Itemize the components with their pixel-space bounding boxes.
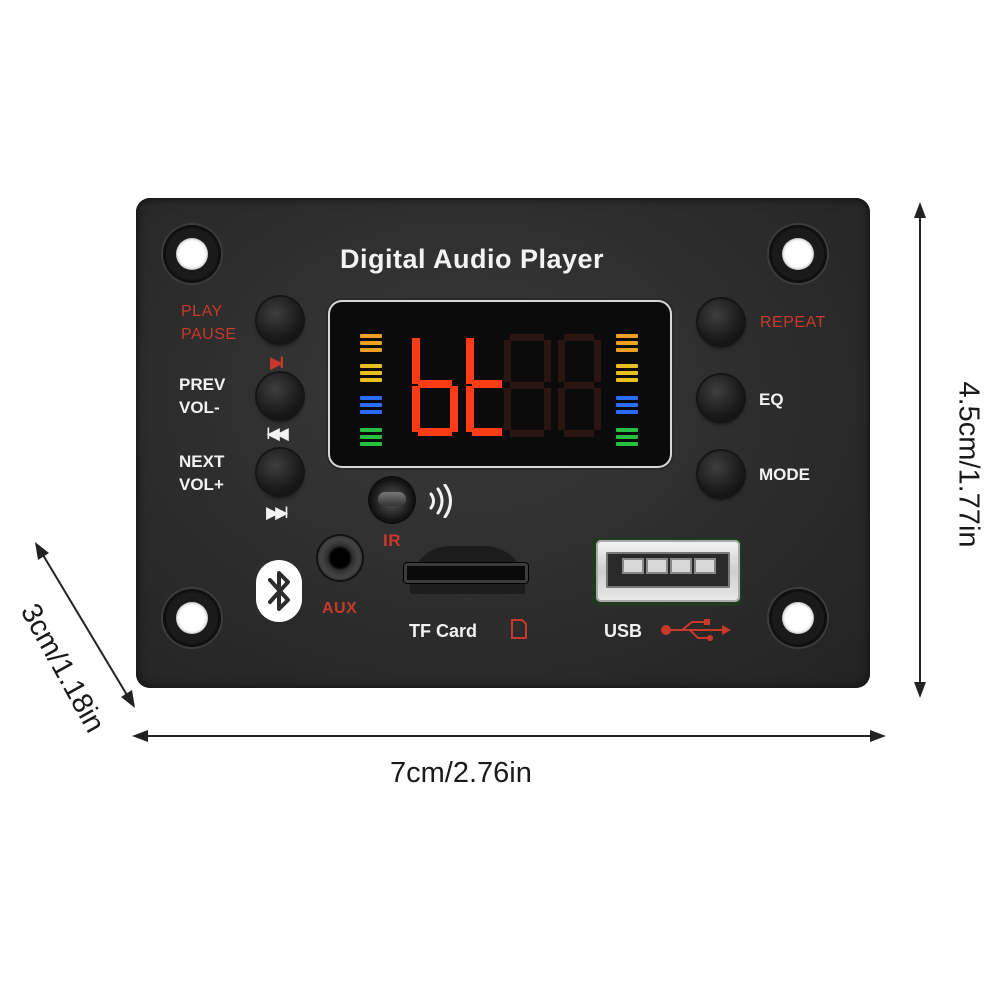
level-bar	[360, 341, 382, 345]
depth-dimension-arrow	[35, 542, 135, 708]
vol-up-label: VOL+	[179, 475, 224, 494]
level-bar	[616, 410, 638, 414]
ir-label: IR	[383, 531, 401, 550]
play-pause-icon: ▶II	[270, 353, 284, 372]
level-bar	[360, 334, 382, 338]
prev-vol-down-button[interactable]	[257, 373, 303, 419]
usb-contact	[670, 558, 692, 574]
level-bar	[616, 378, 638, 382]
pause-label: PAUSE	[181, 326, 237, 343]
usb-label: USB	[604, 621, 643, 641]
bluetooth-icon	[268, 571, 290, 611]
repeat-button[interactable]	[698, 299, 744, 345]
level-bar	[360, 435, 382, 439]
vol-down-label: VOL-	[179, 398, 220, 417]
level-bar	[616, 334, 638, 338]
next-icon: ▶▶I	[266, 503, 289, 522]
sd-card-icon	[511, 619, 527, 639]
width-dimension-label: 7cm/2.76in	[390, 757, 532, 789]
eq-label: EQ	[759, 390, 784, 409]
usb-trident-icon	[661, 619, 731, 641]
repeat-label: REPEAT	[760, 314, 826, 331]
level-bar	[360, 371, 382, 375]
level-bar	[616, 435, 638, 439]
previous-icon: I◀◀	[266, 424, 289, 443]
level-bar	[360, 428, 382, 432]
mounting-hole-bottom-left	[163, 589, 221, 647]
level-bar	[616, 348, 638, 352]
height-dimension-label: 4.5cm/1.77in	[952, 381, 985, 548]
mounting-hole-top-left	[163, 225, 221, 283]
usb-port-opening	[606, 552, 730, 588]
level-bar	[360, 364, 382, 368]
width-dimension-arrow	[132, 730, 886, 742]
aux-jack[interactable]	[318, 536, 362, 580]
usb-contact	[694, 558, 716, 574]
eq-button[interactable]	[698, 375, 744, 421]
play-label: PLAY	[181, 303, 223, 320]
level-bar	[360, 410, 382, 414]
tf-card-label: TF Card	[409, 621, 478, 641]
usb-contact	[646, 558, 668, 574]
level-bar	[360, 348, 382, 352]
mounting-hole-bottom-right	[769, 589, 827, 647]
level-bar	[616, 403, 638, 407]
ir-receiver	[370, 478, 414, 522]
height-dimension-arrow	[914, 202, 926, 698]
next-vol-up-button[interactable]	[257, 449, 303, 495]
usb-contact	[622, 558, 644, 574]
level-bar	[360, 378, 382, 382]
play-pause-button[interactable]	[257, 297, 303, 343]
mode-button[interactable]	[698, 451, 744, 497]
level-bar	[616, 442, 638, 446]
level-bar	[616, 396, 638, 400]
prev-label: PREV	[179, 375, 226, 394]
wireless-signal-icon	[429, 484, 452, 518]
next-label: NEXT	[179, 452, 225, 471]
level-bar	[360, 403, 382, 407]
level-bar	[360, 396, 382, 400]
mode-label: MODE	[759, 465, 810, 484]
level-bar	[616, 364, 638, 368]
level-bar	[616, 371, 638, 375]
aux-label: AUX	[322, 600, 358, 617]
level-bar	[360, 442, 382, 446]
seven-segment-digits	[412, 334, 601, 437]
level-bar	[616, 428, 638, 432]
product-title: Digital Audio Player	[340, 244, 605, 274]
usb-port[interactable]	[596, 540, 740, 602]
mounting-hole-top-right	[769, 225, 827, 283]
level-bar	[616, 341, 638, 345]
tf-card-slot[interactable]	[404, 563, 528, 583]
bluetooth-badge	[256, 560, 302, 622]
led-display	[330, 302, 670, 466]
